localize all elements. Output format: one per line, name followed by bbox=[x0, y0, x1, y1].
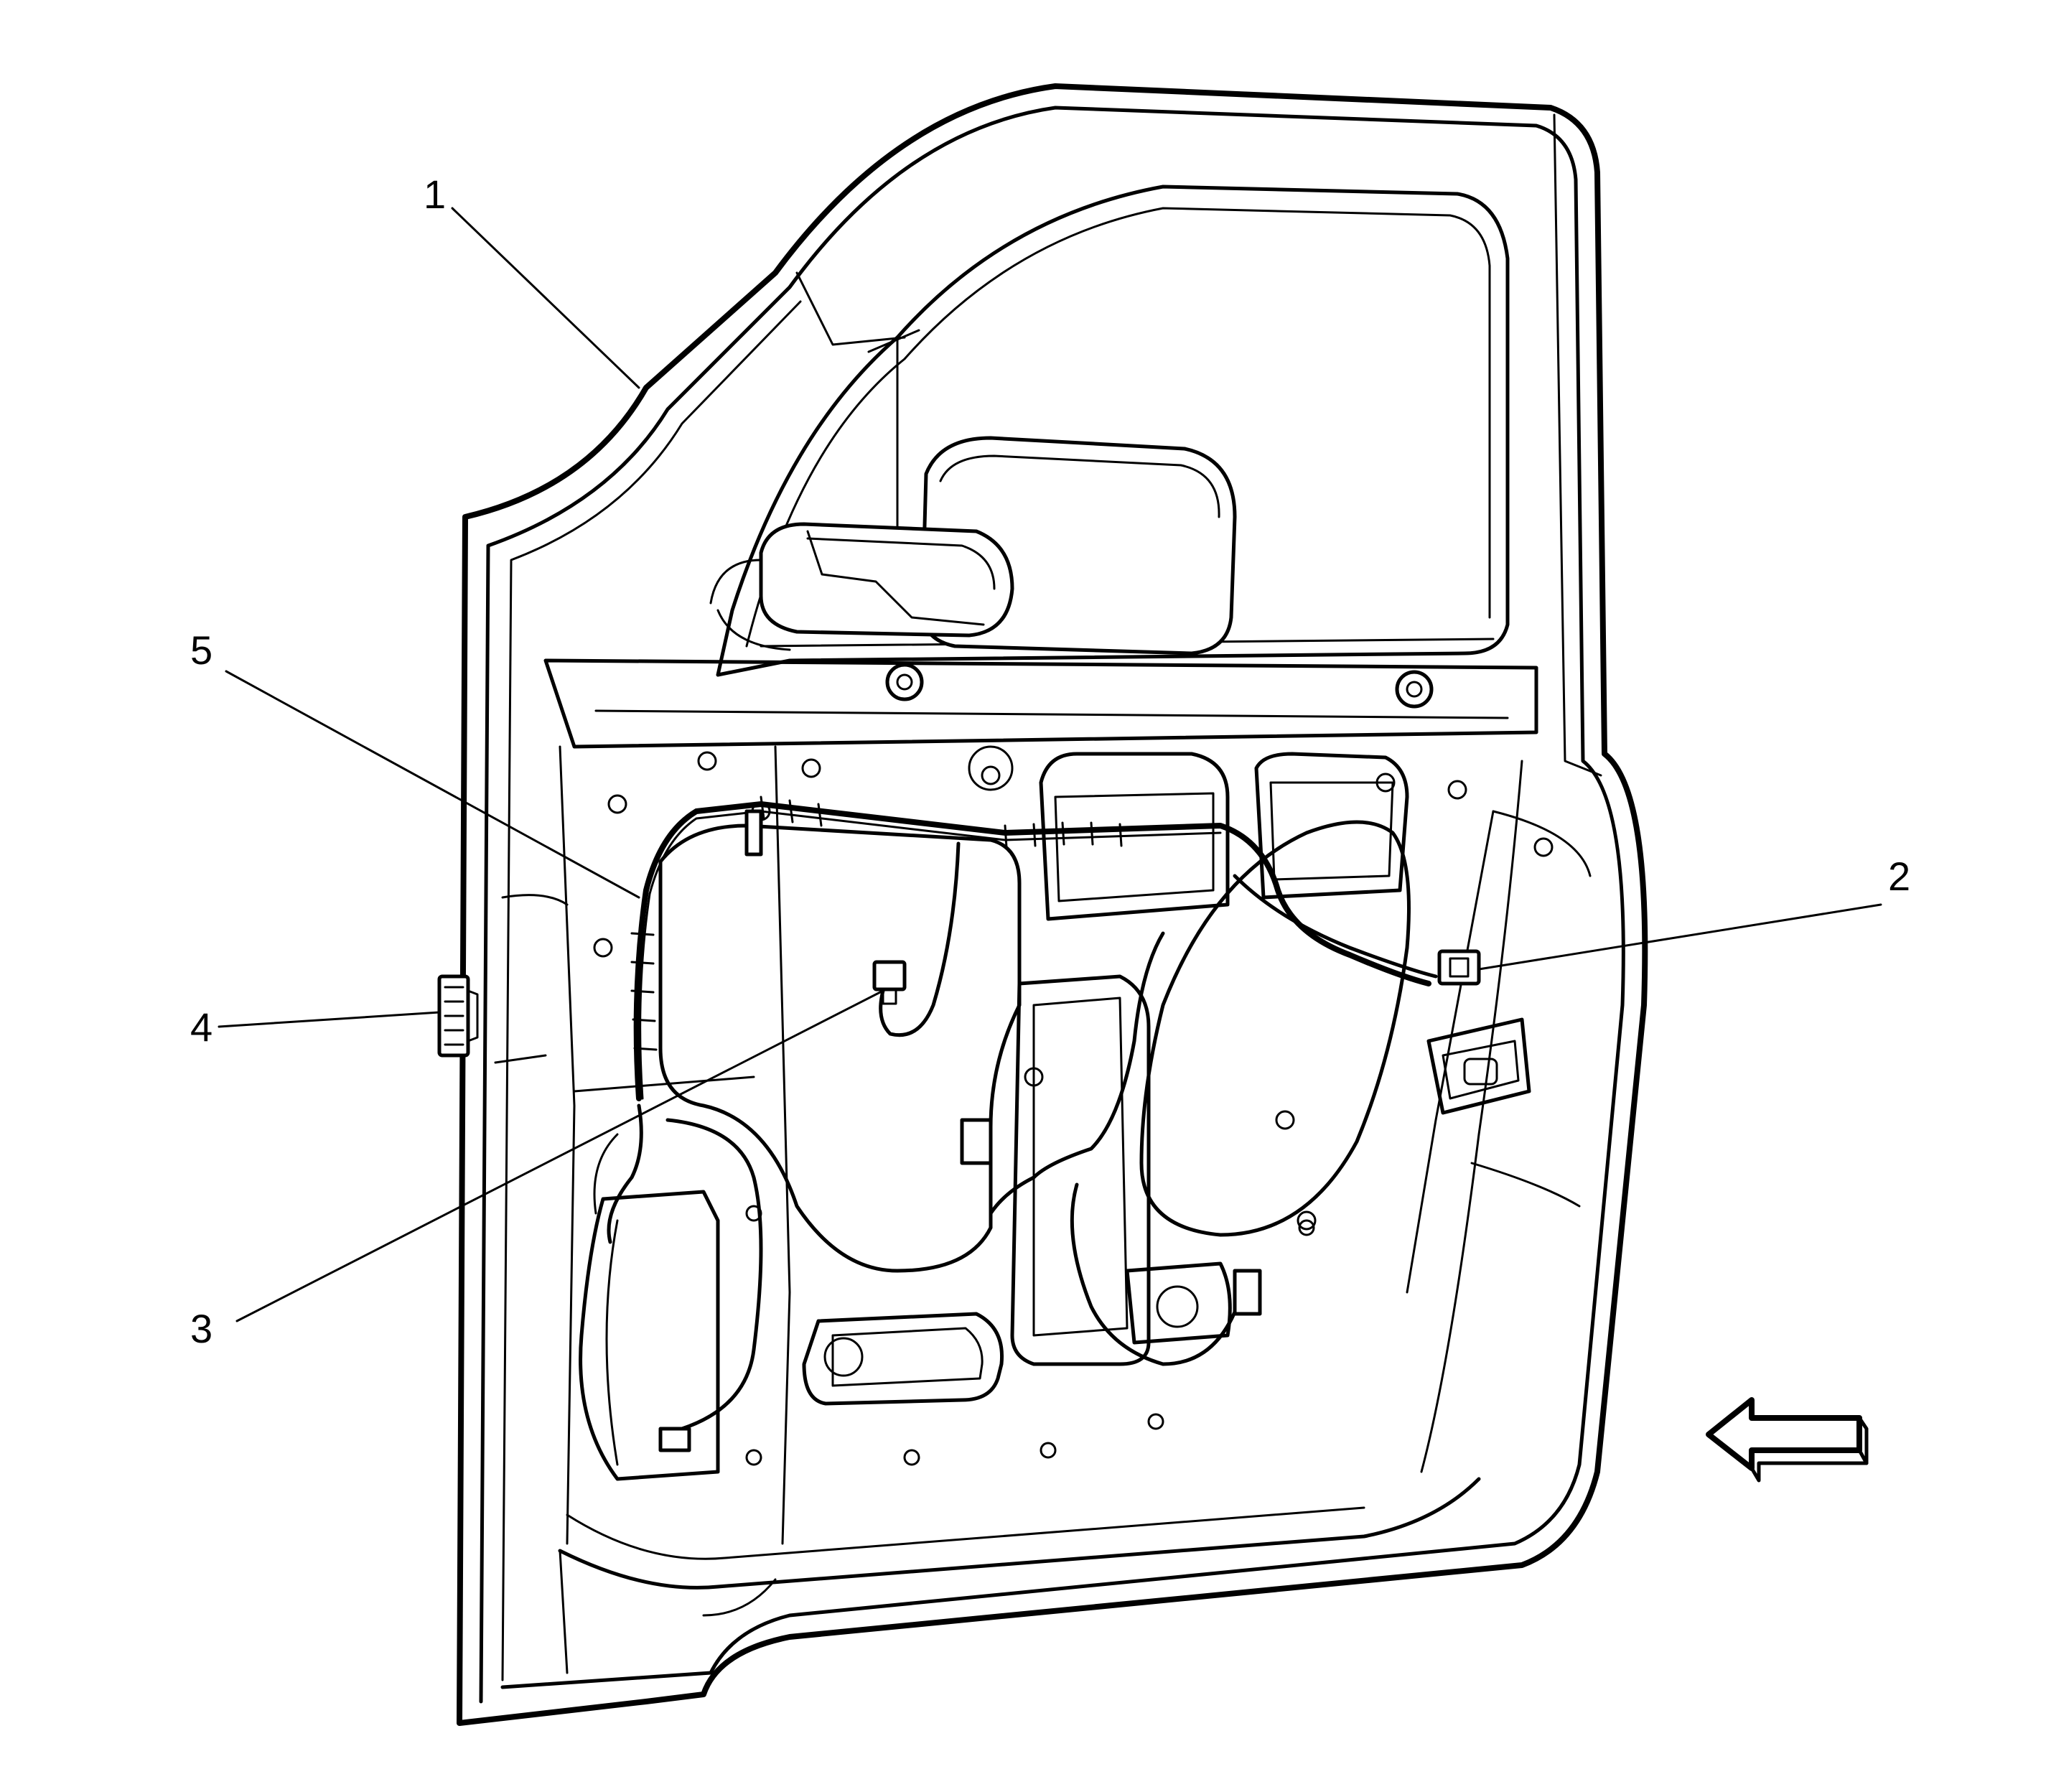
callout-leaders bbox=[218, 207, 1882, 1322]
callout-5: 5 bbox=[190, 627, 212, 673]
callout-3: 3 bbox=[190, 1306, 212, 1351]
door-frame bbox=[457, 83, 1648, 1726]
callout-1: 1 bbox=[424, 172, 446, 217]
connector-rear bbox=[1437, 949, 1481, 986]
side-mirror bbox=[709, 436, 1237, 655]
leader-5 bbox=[225, 670, 640, 899]
callout-4: 4 bbox=[190, 1004, 212, 1050]
inner-panel bbox=[543, 658, 1554, 1545]
leader-3 bbox=[235, 989, 884, 1322]
leader-2 bbox=[1477, 903, 1882, 971]
callout-2: 2 bbox=[1888, 854, 1910, 899]
direction-arrow-icon bbox=[1706, 1397, 1869, 1483]
leader-1 bbox=[451, 207, 640, 389]
connector-center bbox=[872, 960, 907, 1005]
callout-labels: 1 2 3 4 5 bbox=[190, 172, 1910, 1351]
hinge-connector bbox=[437, 974, 479, 1058]
leader-4 bbox=[218, 1011, 441, 1028]
wiring-harness bbox=[593, 795, 1438, 1452]
